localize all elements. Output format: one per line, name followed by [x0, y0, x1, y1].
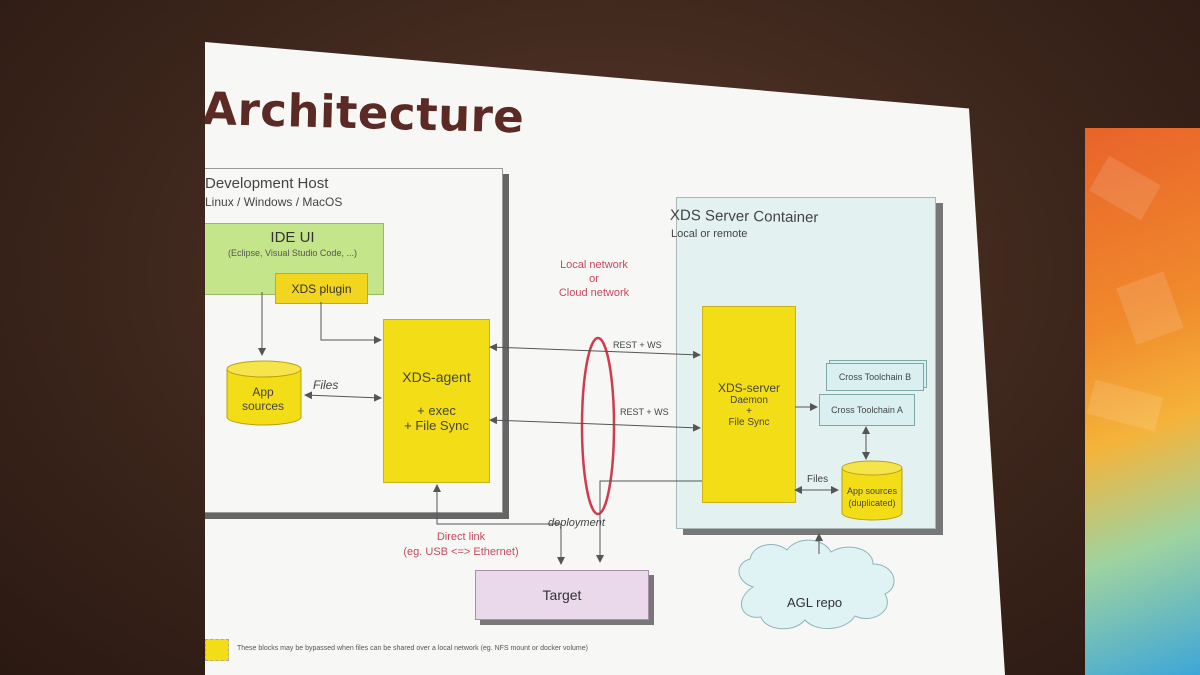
- xds-server-filesync: File Sync: [728, 417, 770, 428]
- rest-ws-top-label: REST + WS: [613, 340, 662, 350]
- projected-slide: Architecture Development Host Linux / Wi…: [205, 42, 1005, 675]
- cross-toolchain-a-label: Cross Toolchain A: [831, 405, 903, 415]
- agl-repo-cloud: [738, 539, 895, 630]
- target-label: Target: [542, 587, 582, 603]
- xds-server-block: XDS-server Daemon + File Sync: [702, 306, 796, 503]
- files-label-right: Files: [807, 474, 829, 485]
- legend-swatch: [205, 639, 229, 661]
- app-sources-duplicated-cylinder: [841, 460, 903, 521]
- development-host-subtitle: Linux / Windows / MacOS: [205, 195, 343, 209]
- app-sources-dup-line1: App sources: [846, 486, 898, 496]
- ide-ui-title: IDE UI: [270, 229, 315, 246]
- xds-agent-block: XDS-agent + exec + File Sync: [383, 319, 490, 483]
- app-sources-dup-line2: (duplicated): [848, 498, 896, 508]
- background-stage-light: [1085, 128, 1200, 675]
- diagram-connectors: [226, 292, 903, 630]
- xds-server-daemon: Daemon: [730, 395, 768, 406]
- app-sources-line1: App: [252, 385, 274, 399]
- network-label: Local network or Cloud network: [539, 258, 649, 300]
- network-boundary-ellipse: [580, 336, 616, 516]
- xds-server-title: XDS-server: [717, 381, 780, 395]
- cross-toolchain-b: Cross Toolchain B: [826, 363, 924, 391]
- app-sources-line2: sources: [241, 399, 285, 413]
- files-label-left: Files: [313, 378, 339, 392]
- app-sources-cylinder: [226, 360, 302, 426]
- development-host-title: Development Host: [205, 175, 329, 192]
- xds-agent-exec: + exec: [417, 403, 456, 418]
- network-line1: Local network: [560, 259, 628, 271]
- legend-text: These blocks may be bypassed when files …: [237, 645, 588, 652]
- network-line3: Cloud network: [558, 287, 630, 299]
- xds-server-plus: +: [746, 406, 752, 417]
- direct-link-line1: Direct link: [436, 531, 486, 543]
- xds-agent-title: XDS-agent: [402, 369, 471, 385]
- rest-ws-bottom-label: REST + WS: [620, 407, 669, 417]
- xds-agent-filesync: + File Sync: [404, 418, 469, 433]
- app-sources-dup-label: App sources (duplicated): [839, 485, 905, 509]
- ide-ui-subtitle: (Eclipse, Visual Studio Code, ...): [228, 248, 357, 258]
- cross-toolchain-a: Cross Toolchain A: [819, 394, 915, 426]
- app-sources-label: App sources: [223, 385, 303, 413]
- cross-toolchain-b-label: Cross Toolchain B: [838, 372, 912, 382]
- agl-repo-label: AGL repo: [787, 595, 843, 610]
- direct-link-label: Direct link (eg. USB <=> Ethernet): [381, 530, 541, 560]
- direct-link-line2: (eg. USB <=> Ethernet): [403, 546, 519, 558]
- xds-plugin-label: XDS plugin: [291, 281, 352, 296]
- target-block: Target: [475, 570, 649, 620]
- deployment-label: deployment: [548, 517, 605, 529]
- network-line2: or: [589, 273, 599, 285]
- xds-container-subtitle: Local or remote: [671, 228, 748, 240]
